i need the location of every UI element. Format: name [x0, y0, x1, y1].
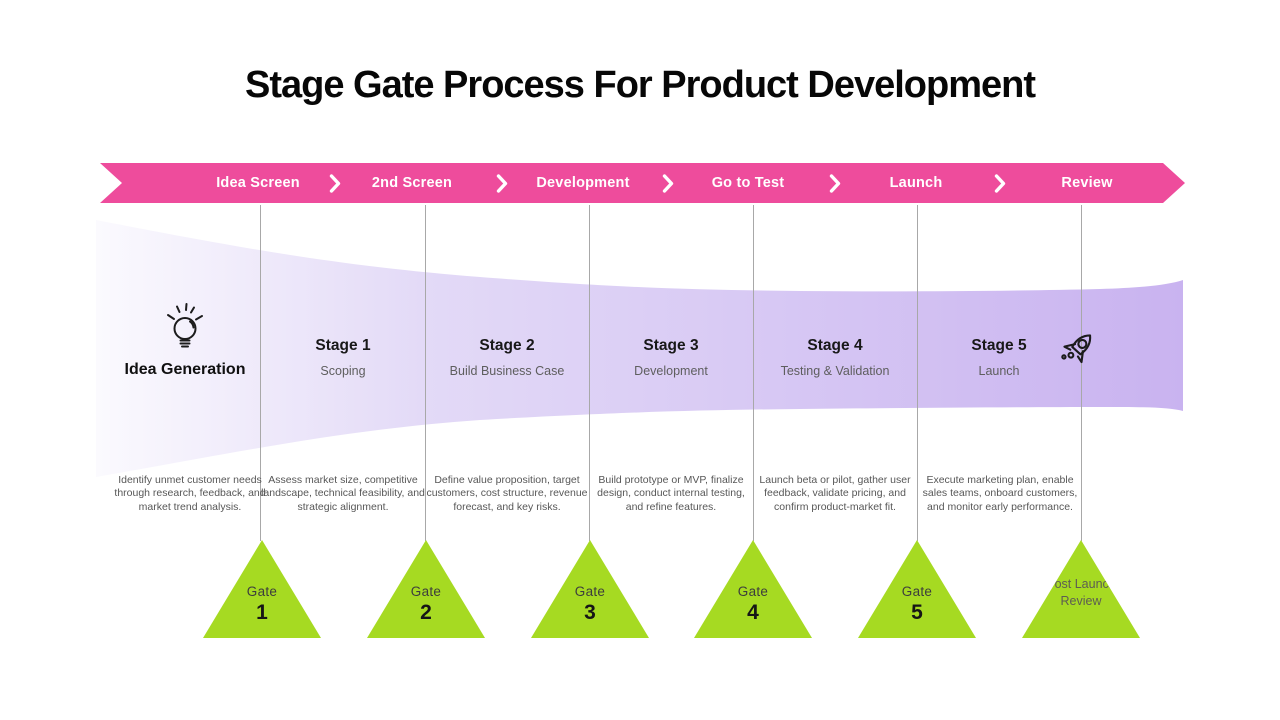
chevron-right-icon	[994, 174, 1006, 193]
gate-number: 2	[420, 601, 432, 624]
stage-description: Build prototype or MVP, finalize design,…	[597, 474, 745, 513]
stage-title: Stage 1	[315, 337, 371, 354]
chevron-right-icon	[496, 174, 508, 193]
chevron-right-icon	[662, 174, 674, 193]
column-divider	[260, 205, 261, 541]
stage-subtitle: Development	[634, 364, 708, 378]
stage-title: Idea Generation	[124, 361, 246, 378]
process-banner: Idea Screen 2nd Screen Development Go to…	[100, 163, 1185, 203]
gate-number: 3	[584, 601, 596, 624]
column-divider	[425, 205, 426, 541]
banner-step-review: Review	[1061, 175, 1113, 191]
chevron-right-icon	[829, 174, 841, 193]
stage-description: Execute marketing plan, enable sales tea…	[922, 474, 1078, 513]
banner-step-development: Development	[536, 175, 630, 191]
banner-step-2nd-screen: 2nd Screen	[371, 175, 453, 191]
gate-label: Gate	[246, 584, 278, 599]
page-title: Stage Gate Process For Product Developme…	[244, 64, 1036, 106]
banner-step-go-to-test: Go to Test	[711, 175, 785, 191]
gate-number: 5	[911, 601, 923, 624]
gate-label: Gate	[901, 584, 933, 599]
stage-description: Define value proposition, target custome…	[426, 474, 588, 513]
rocket-icon	[1052, 327, 1100, 375]
post-launch-review-label: Post Launch Review	[1046, 577, 1116, 608]
stage-title: Stage 2	[479, 337, 535, 354]
stage-description: Assess market size, competitive landscap…	[261, 474, 425, 513]
column-divider	[1081, 205, 1082, 541]
chevron-right-icon	[329, 174, 341, 193]
column-divider	[753, 205, 754, 541]
stage-description: Launch beta or pilot, gather user feedba…	[759, 474, 911, 513]
stage-title: Stage 4	[807, 337, 863, 354]
banner-step-idea-screen: Idea Screen	[216, 175, 300, 191]
stage-subtitle: Launch	[978, 364, 1020, 378]
stage-title: Stage 3	[643, 337, 699, 354]
gate-label: Gate	[574, 584, 606, 599]
lightbulb-icon	[161, 302, 209, 358]
banner-step-launch: Launch	[889, 175, 943, 191]
stage-subtitle: Scoping	[320, 364, 366, 378]
column-divider	[917, 205, 918, 541]
gate-label: Gate	[737, 584, 769, 599]
column-divider	[589, 205, 590, 541]
gate-number: 1	[256, 601, 268, 624]
stage-description: Identify unmet customer needs through re…	[114, 474, 266, 513]
stage-subtitle: Testing & Validation	[780, 364, 890, 378]
stage-title: Stage 5	[971, 337, 1027, 354]
stage-subtitle: Build Business Case	[449, 364, 565, 378]
gate-number: 4	[747, 601, 759, 624]
gate-label: Gate	[410, 584, 442, 599]
